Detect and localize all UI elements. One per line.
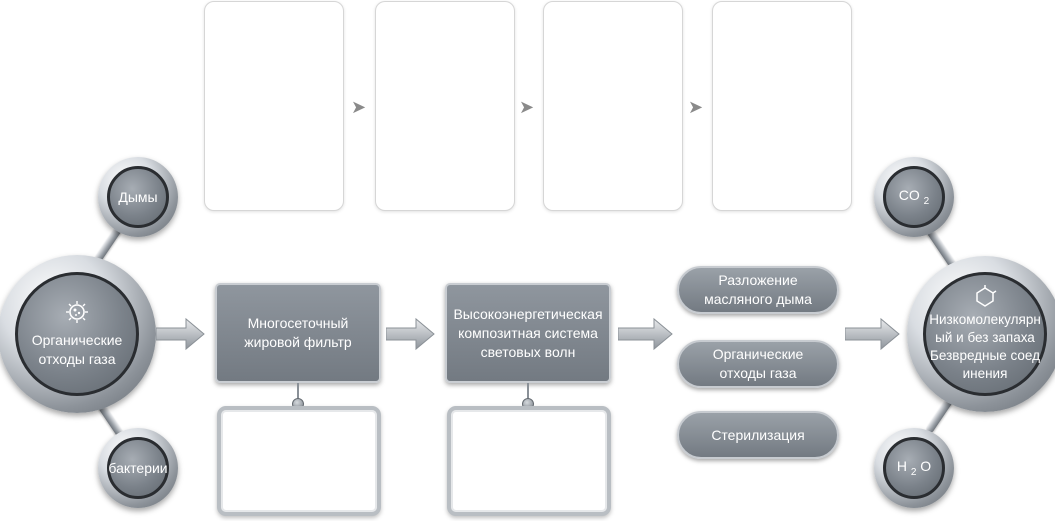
bacteria-icon xyxy=(66,301,88,323)
harmless-compounds-hub-inner: Низкомолекулярный и без запаха Безвредны… xyxy=(923,272,1047,396)
chevron-right-icon: ➤ xyxy=(519,97,535,117)
light-wave-image-frame xyxy=(447,406,611,516)
top-panel-3 xyxy=(543,1,683,211)
smoke-label: Дымы xyxy=(118,189,158,205)
h2o-node: H 2 O xyxy=(874,428,954,508)
bacteria-label: бактерии xyxy=(108,460,168,476)
process-grease-filter-label: Многосеточный жировой фильтр xyxy=(244,315,352,350)
bacteria-node: бактерии xyxy=(98,428,178,508)
harmless-compounds-hub: Низкомолекулярный и без запаха Безвредны… xyxy=(907,256,1055,412)
arrow-right-icon xyxy=(845,317,900,351)
arrow-right-icon xyxy=(386,317,435,351)
organic-gas-label: Органические отходы газа xyxy=(31,332,123,367)
top-panel-2 xyxy=(375,1,515,211)
h2o-label: H 2 O xyxy=(896,458,932,478)
pill-sterilization: Стерилизация xyxy=(677,411,839,459)
pill-label: Стерилизация xyxy=(711,426,805,443)
connector-line xyxy=(527,383,529,401)
co2-label: CO 2 xyxy=(898,187,930,207)
arrow-right-icon xyxy=(618,317,673,351)
harmless-compounds-label: Низкомолекулярный и без запаха Безвредны… xyxy=(929,312,1041,381)
pill-organic-gas: Органические отходы газа xyxy=(677,340,839,388)
arrow-right-icon xyxy=(156,317,205,351)
chevron-right-icon: ➤ xyxy=(351,97,367,117)
bacteria-node-inner: бактерии xyxy=(107,437,169,499)
co2-node: CO 2 xyxy=(874,157,954,237)
co2-node-inner: CO 2 xyxy=(883,166,945,228)
molecule-icon xyxy=(976,285,997,307)
pill-label: Органические отходы газа xyxy=(712,346,804,381)
connector-line xyxy=(297,383,299,401)
process-light-wave-label: Высокоэнергетическая композитная система… xyxy=(453,305,603,360)
h2o-node-inner: H 2 O xyxy=(883,437,945,499)
grease-filter-image-frame xyxy=(217,406,381,516)
chevron-right-icon: ➤ xyxy=(688,97,704,117)
top-panel-4 xyxy=(712,1,852,211)
organic-gas-hub: Органические отходы газа xyxy=(0,255,156,413)
top-panel-1 xyxy=(204,1,344,211)
process-light-wave-system: Высокоэнергетическая композитная система… xyxy=(445,283,611,383)
smoke-node-inner: Дымы xyxy=(107,166,169,228)
pill-label: Разложение масляного дыма xyxy=(704,272,812,307)
pill-smoke-decomposition: Разложение масляного дыма xyxy=(677,266,839,314)
process-grease-filter: Многосеточный жировой фильтр xyxy=(215,283,381,383)
smoke-node: Дымы xyxy=(98,157,178,237)
organic-gas-hub-inner: Органические отходы газа xyxy=(15,272,139,396)
